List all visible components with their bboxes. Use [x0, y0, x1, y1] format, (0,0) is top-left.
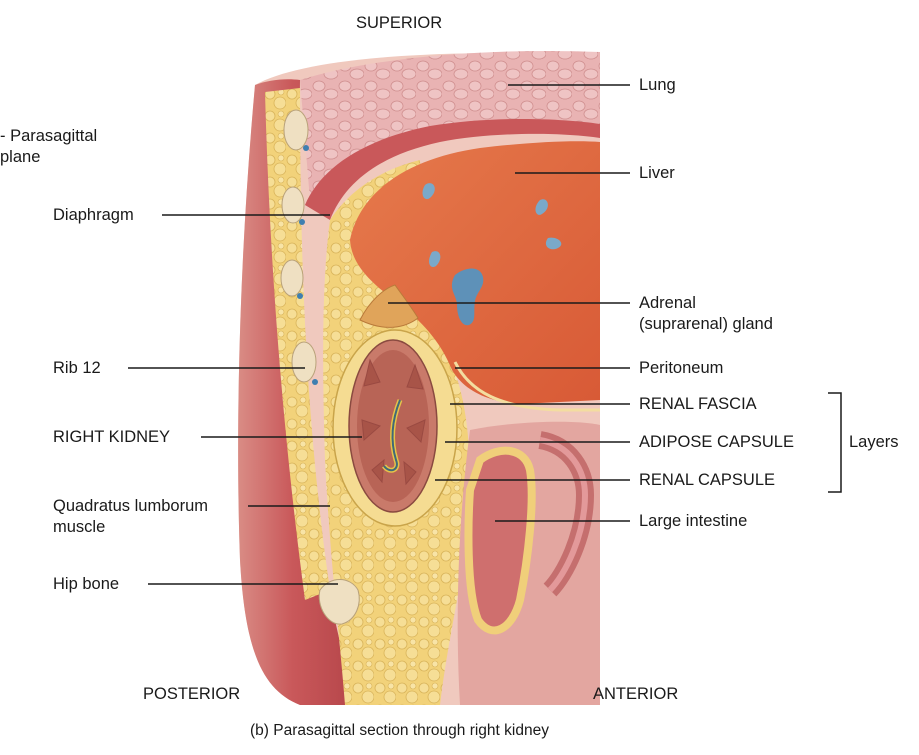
posterior-fat	[265, 88, 330, 600]
posterior-label: POSTERIOR	[143, 685, 241, 703]
right-kidney-label: RIGHT KIDNEY	[53, 428, 171, 446]
figure-caption: (b) Parasagittal section through right k…	[250, 722, 549, 739]
large-intestine-label: Large intestine	[639, 512, 748, 530]
renal-fascia-label: RENAL FASCIA	[639, 395, 757, 413]
leader-lines	[128, 84, 842, 585]
renal-capsule-label: RENAL CAPSULE	[639, 471, 776, 489]
anterior-label: ANTERIOR	[593, 685, 679, 703]
peritoneum-line	[453, 361, 600, 412]
adipose-capsule-label: ADIPOSE CAPSULE	[639, 433, 794, 451]
diaphragm-label: Diaphragm	[53, 206, 134, 224]
large-intestine-loop	[464, 446, 536, 635]
superior-label: SUPERIOR	[356, 14, 443, 32]
lung-label: Lung	[639, 76, 676, 94]
adrenal-gland-label: Adrenal (suprarenal) gland	[639, 294, 773, 333]
diaphragm-band	[305, 119, 600, 220]
hip-bone-label: Hip bone	[53, 575, 120, 593]
hepatic-vessel	[451, 268, 484, 326]
layers-label: Layers	[849, 433, 899, 451]
quadratus-lumborum-label: Quadratus lumborum muscle	[53, 497, 208, 536]
peritoneum-label: Peritoneum	[639, 359, 724, 377]
liver-label: Liver	[639, 164, 675, 182]
rib-cross-sections	[280, 109, 360, 625]
parasagittal-plane-label: - Parasagittal plane	[0, 127, 98, 166]
rib-12-label: Rib 12	[53, 359, 101, 377]
